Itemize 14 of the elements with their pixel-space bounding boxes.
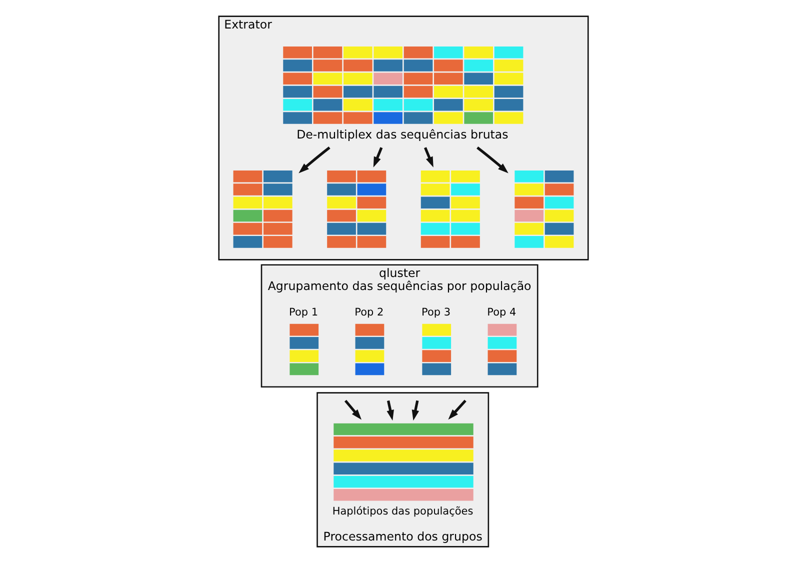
arrow bbox=[476, 146, 508, 174]
arrow bbox=[373, 147, 383, 168]
node-label: De-multiplex das sequências brutas bbox=[296, 128, 508, 142]
arrow bbox=[412, 400, 420, 421]
node-label: Pop 1 bbox=[289, 306, 318, 318]
arrow bbox=[386, 400, 394, 421]
arrow bbox=[448, 400, 466, 420]
node-label: Pop 3 bbox=[422, 306, 451, 318]
arrow bbox=[344, 400, 362, 420]
node-label: Pop 2 bbox=[354, 306, 384, 318]
arrow bbox=[298, 146, 330, 174]
node-label: Pop 4 bbox=[487, 306, 516, 318]
node-label: Haplótipos das populações bbox=[332, 505, 474, 518]
arrow bbox=[424, 147, 434, 168]
